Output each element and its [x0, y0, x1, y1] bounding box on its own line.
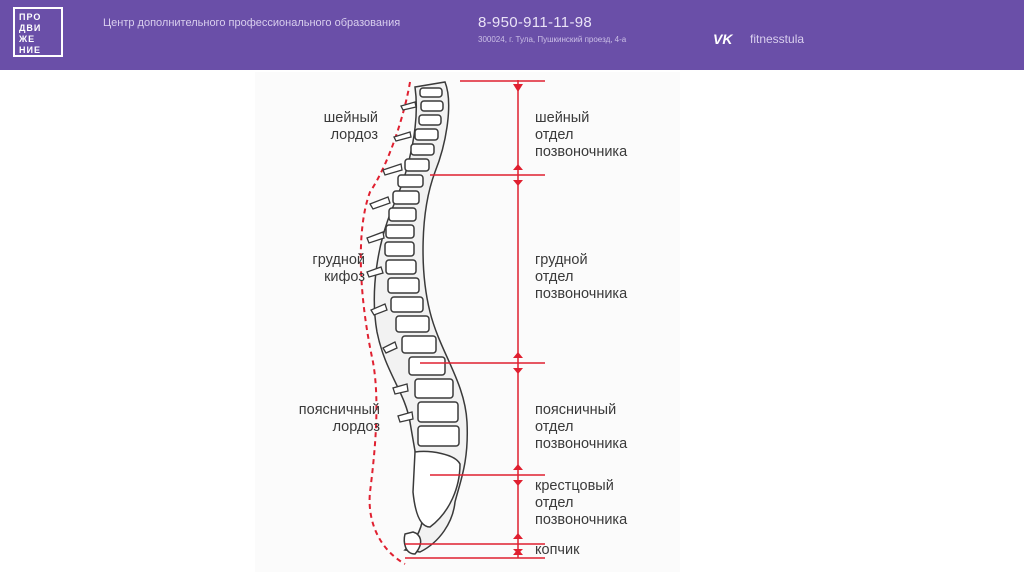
curve-label-thoracic: грудной кифоз [265, 252, 365, 286]
logo-line: НИЕ [19, 45, 61, 56]
label-line: позвоночника [535, 144, 627, 161]
label-line: шейный [535, 110, 627, 127]
spine-diagram: шейный лордоз грудной кифоз поясничный л… [255, 72, 680, 572]
label-line: шейный [273, 110, 378, 127]
label-line: позвоночника [535, 286, 627, 303]
label-line: крестцовый [535, 478, 627, 495]
label-line: грудной [265, 252, 365, 269]
label-line: позвоночника [535, 512, 627, 529]
label-line: поясничный [255, 402, 380, 419]
label-line: отдел [535, 495, 627, 512]
curve-label-lumbar: поясничный лордоз [255, 402, 380, 436]
section-label-thoracic: грудной отдел позвоночника [535, 252, 627, 303]
logo-line: ЖЕ [19, 34, 61, 45]
section-label-sacral: крестцовый отдел позвоночника [535, 478, 627, 529]
label-line: кифоз [265, 269, 365, 286]
logo-line: ПРО [19, 12, 61, 23]
address: 300024, г. Тула, Пушкинский проезд, 4-а [478, 35, 626, 44]
header-bar: ПРО ДВИ ЖЕ НИЕ Центр дополнительного про… [0, 0, 1024, 70]
label-line: копчик [535, 542, 579, 559]
section-label-coccyx: копчик [535, 542, 579, 559]
org-name: Центр дополнительного профессионального … [103, 16, 403, 30]
logo[interactable]: ПРО ДВИ ЖЕ НИЕ [13, 7, 63, 57]
phone-number[interactable]: 8-950-911-11-98 [478, 14, 592, 31]
label-line: отдел [535, 269, 627, 286]
logo-line: ДВИ [19, 23, 61, 34]
label-line: позвоночника [535, 436, 627, 453]
vk-handle[interactable]: fitnesstula [750, 32, 804, 46]
label-line: грудной [535, 252, 627, 269]
label-line: поясничный [535, 402, 627, 419]
section-label-cervical: шейный отдел позвоночника [535, 110, 627, 161]
label-line: лордоз [273, 127, 378, 144]
label-line: лордоз [255, 419, 380, 436]
label-line: отдел [535, 419, 627, 436]
label-line: отдел [535, 127, 627, 144]
section-label-lumbar: поясничный отдел позвоночника [535, 402, 627, 453]
vk-icon[interactable]: VK [713, 31, 732, 47]
curve-label-cervical: шейный лордоз [273, 110, 378, 144]
